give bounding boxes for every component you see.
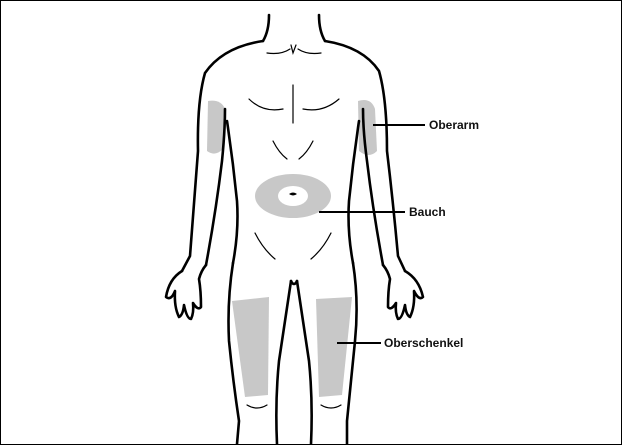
- right-leg-inner: [276, 281, 291, 444]
- neck-notch: [291, 45, 296, 53]
- zone-left-thigh: [316, 297, 352, 397]
- label-thigh: Oberschenkel: [384, 336, 463, 350]
- collarbone-right: [267, 49, 290, 54]
- left-leg-outer: [347, 263, 357, 444]
- chest-left: [303, 99, 339, 110]
- right-torso-side: [227, 121, 238, 263]
- knee-right: [247, 405, 267, 408]
- zone-right-thigh: [232, 297, 269, 397]
- chest-right: [249, 99, 283, 110]
- collarbone-left: [298, 49, 321, 54]
- ribcage-left: [299, 141, 313, 159]
- crotch: [291, 281, 297, 284]
- neck-right: [263, 15, 269, 41]
- body-outline: [166, 15, 423, 444]
- label-upper-arm: Oberarm: [429, 118, 479, 132]
- hip-right: [255, 233, 275, 259]
- hip-left: [311, 233, 331, 259]
- label-abdomen: Bauch: [409, 205, 446, 219]
- left-hand: [383, 265, 423, 319]
- right-hand: [166, 265, 206, 319]
- left-leg-inner: [297, 281, 312, 444]
- right-leg-outer: [229, 263, 240, 444]
- left-torso-side: [349, 121, 360, 263]
- neck-left: [319, 15, 325, 41]
- knee-left: [321, 405, 341, 408]
- zone-left-upper-arm: [358, 100, 377, 155]
- left-shoulder-arm: [325, 41, 405, 271]
- ribcage-right: [273, 141, 287, 159]
- navel: [278, 186, 308, 206]
